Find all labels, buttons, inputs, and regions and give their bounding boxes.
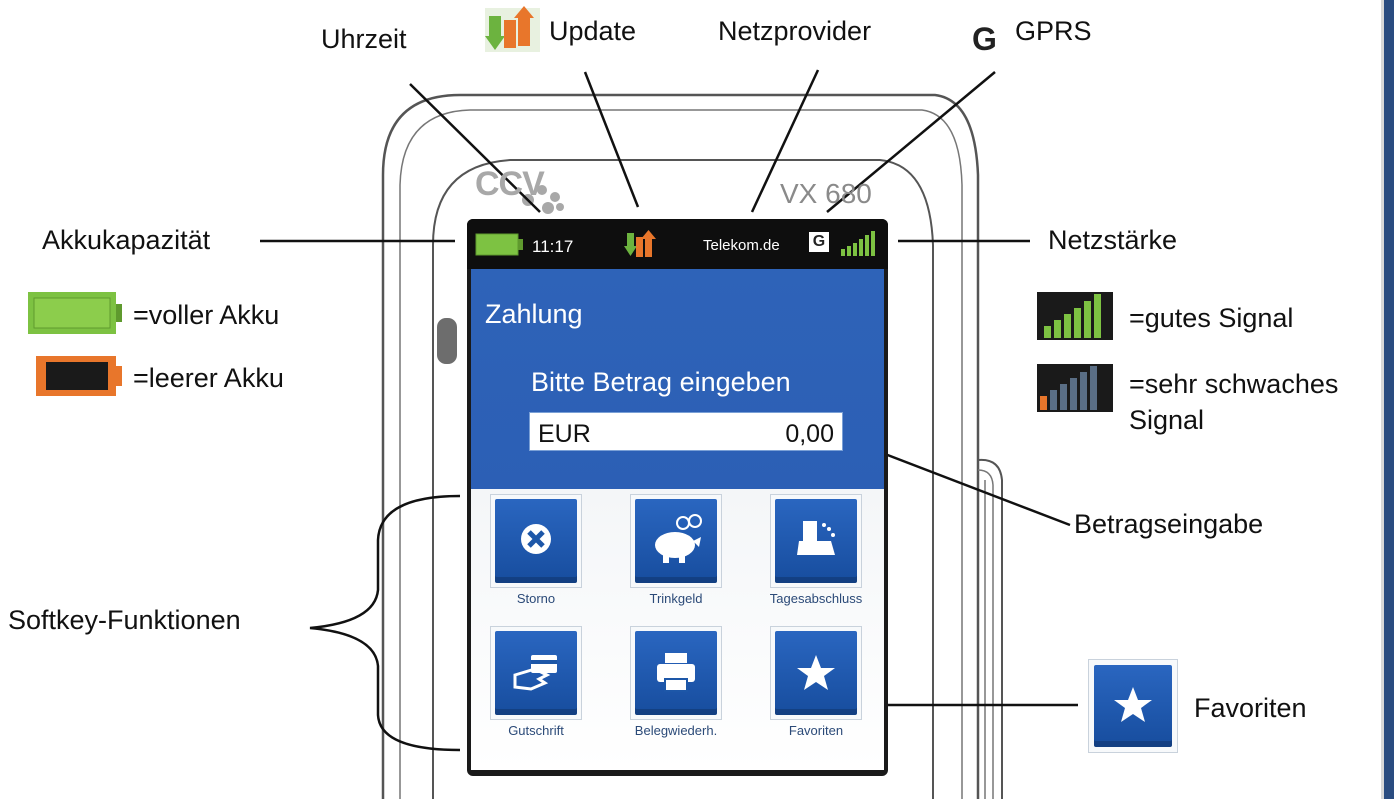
- softkey-belegwiederholung[interactable]: Belegwiederh.: [611, 621, 741, 751]
- gprs-legend-icon: G: [972, 21, 997, 57]
- side-rail-inner: [977, 469, 994, 799]
- network-provider: Telekom.de: [703, 237, 780, 254]
- amount-prompt: Bitte Betrag eingeben: [531, 367, 791, 397]
- softkey-trinkgeld[interactable]: Trinkgeld: [611, 489, 741, 619]
- amount-input[interactable]: EUR 0,00: [529, 412, 843, 451]
- device-outer-outline: [381, 93, 980, 799]
- battery-full-legend-icon: [28, 292, 122, 334]
- cancel-x-icon: [521, 524, 551, 554]
- connector-lines: [260, 69, 1078, 707]
- softkey-brace: [309, 494, 461, 752]
- payment-panel: Zahlung Bitte Betrag eingeben EUR 0,00: [471, 269, 884, 489]
- softkey-favoriten[interactable]: Favoriten: [751, 621, 881, 751]
- softkey-tagesabschluss[interactable]: Tagesabschluss: [751, 489, 881, 619]
- device-inner-outline: [399, 109, 963, 799]
- label-voller-akku: =voller Akku: [133, 300, 280, 330]
- printer-icon: [657, 653, 695, 692]
- screen-bezel-outline: [432, 159, 934, 799]
- card-hand-icon: [513, 655, 557, 691]
- softkey-label: Tagesabschluss: [769, 591, 863, 606]
- amount-value: 0,00: [785, 420, 834, 448]
- right-edge-strip: [1381, 0, 1394, 799]
- label-leerer-akku: =leerer Akku: [133, 363, 284, 393]
- label-akkukapazitaet: Akkukapazität: [42, 225, 211, 255]
- softkey-area: Storno Trinkgeld: [471, 489, 884, 770]
- label-schwaches-signal-2: Signal: [1129, 405, 1205, 435]
- side-button: [437, 318, 457, 364]
- softkey-gutschrift[interactable]: Gutschrift: [471, 621, 601, 751]
- battery-empty-legend-icon: [36, 356, 122, 396]
- terminal-screen: 11:17 Telekom.de G Zahlung Bitte Betrag …: [467, 219, 888, 776]
- piggy-bank-icon: [655, 514, 702, 563]
- label-softkey-funktionen: Softkey-Funktionen: [8, 605, 241, 635]
- softkey-label: Belegwiederh.: [634, 723, 718, 738]
- label-betragseingabe: Betragseingabe: [1074, 509, 1264, 539]
- label-favoriten: Favoriten: [1194, 693, 1307, 723]
- softkey-label: Favoriten: [788, 723, 844, 738]
- softkey-label: Trinkgeld: [649, 591, 703, 606]
- star-icon: [1114, 687, 1152, 722]
- softkey-label: Storno: [516, 591, 556, 606]
- star-icon: [797, 655, 835, 690]
- device-model: VX 680: [780, 178, 872, 209]
- softkey-label: Gutschrift: [508, 723, 564, 738]
- update-legend-icon: [485, 6, 540, 52]
- signal-strength-icon: [841, 231, 875, 256]
- label-gprs: GPRS: [1015, 16, 1092, 46]
- svg-text:G: G: [972, 21, 997, 57]
- update-icon: [624, 230, 656, 257]
- signal-good-legend-icon: [1037, 292, 1113, 340]
- softkey-storno[interactable]: Storno: [471, 489, 601, 619]
- screen-title: Zahlung: [485, 299, 583, 329]
- receipt-printer-icon: [797, 521, 835, 555]
- favorites-legend-icon: [1088, 659, 1178, 753]
- label-schwaches-signal-1: =sehr schwaches: [1129, 369, 1339, 399]
- clock-time: 11:17: [532, 237, 574, 256]
- label-netzstaerke: Netzstärke: [1048, 225, 1178, 255]
- device-logo: CCV: [475, 165, 545, 203]
- status-bar: 11:17 Telekom.de G: [467, 219, 888, 269]
- signal-weak-legend-icon: [1037, 364, 1113, 412]
- label-gutes-signal: =gutes Signal: [1129, 303, 1294, 333]
- amount-currency: EUR: [538, 420, 591, 448]
- label-update: Update: [549, 16, 637, 46]
- side-rail-outer: [977, 458, 1003, 799]
- label-netzprovider: Netzprovider: [718, 16, 872, 46]
- ccv-logo-sparkle: [522, 185, 564, 214]
- label-uhrzeit: Uhrzeit: [321, 24, 407, 54]
- battery-full-icon: [475, 233, 523, 256]
- gprs-icon: G: [809, 232, 829, 252]
